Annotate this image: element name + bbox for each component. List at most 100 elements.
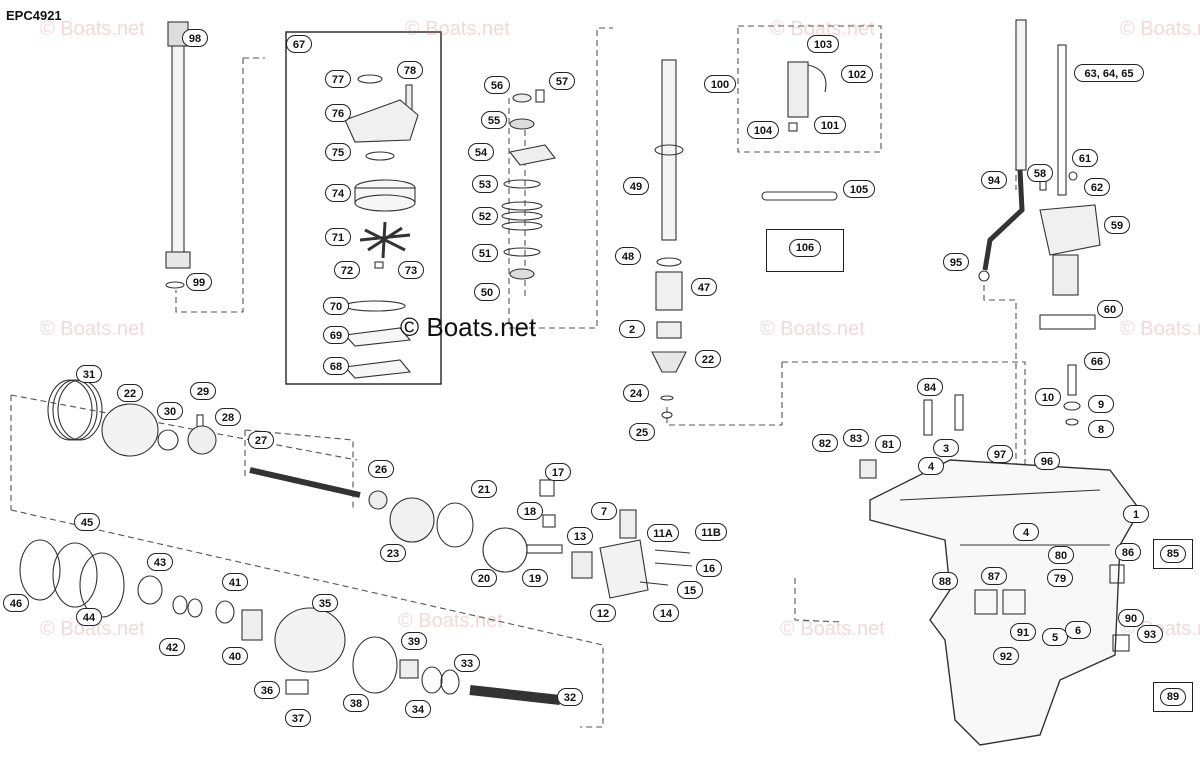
callout-74[interactable]: 74 <box>325 184 351 202</box>
callout-42[interactable]: 42 <box>159 638 185 656</box>
callout-40[interactable]: 40 <box>222 647 248 665</box>
callout-26[interactable]: 26 <box>368 460 394 478</box>
callout-11B[interactable]: 11B <box>695 523 727 541</box>
callout-6[interactable]: 6 <box>1065 621 1091 639</box>
callout-46[interactable]: 46 <box>3 594 29 612</box>
callout-41[interactable]: 41 <box>222 573 248 591</box>
callout-12[interactable]: 12 <box>590 604 616 622</box>
callout-67[interactable]: 67 <box>286 35 312 53</box>
callout-53[interactable]: 53 <box>472 175 498 193</box>
callout-79[interactable]: 79 <box>1047 569 1073 587</box>
callout-24[interactable]: 24 <box>623 384 649 402</box>
callout-77[interactable]: 77 <box>325 70 351 88</box>
callout-22[interactable]: 22 <box>695 350 721 368</box>
callout-70[interactable]: 70 <box>323 297 349 315</box>
callout-86[interactable]: 86 <box>1115 543 1141 561</box>
callout-72[interactable]: 72 <box>334 261 360 279</box>
callout-71[interactable]: 71 <box>325 228 351 246</box>
callout-78[interactable]: 78 <box>397 61 423 79</box>
callout-13[interactable]: 13 <box>567 527 593 545</box>
callout-23[interactable]: 23 <box>380 544 406 562</box>
callout-69[interactable]: 69 <box>323 326 349 344</box>
callout-105[interactable]: 105 <box>843 180 875 198</box>
callout-21[interactable]: 21 <box>471 480 497 498</box>
callout-1[interactable]: 1 <box>1123 505 1149 523</box>
callout-35[interactable]: 35 <box>312 594 338 612</box>
callout-38[interactable]: 38 <box>343 694 369 712</box>
callout-66[interactable]: 66 <box>1084 352 1110 370</box>
callout-76[interactable]: 76 <box>325 104 351 122</box>
callout-83[interactable]: 83 <box>843 429 869 447</box>
callout-22-left[interactable]: 22 <box>117 384 143 402</box>
callout-101[interactable]: 101 <box>814 116 846 134</box>
callout-56[interactable]: 56 <box>484 76 510 94</box>
callout-58[interactable]: 58 <box>1027 164 1053 182</box>
callout-2[interactable]: 2 <box>619 320 645 338</box>
callout-48[interactable]: 48 <box>615 247 641 265</box>
callout-91[interactable]: 91 <box>1010 623 1036 641</box>
callout-19[interactable]: 19 <box>522 569 548 587</box>
callout-100[interactable]: 100 <box>704 75 736 93</box>
callout-39[interactable]: 39 <box>401 632 427 650</box>
callout-63-64-65[interactable]: 63, 64, 65 <box>1074 64 1144 82</box>
callout-80[interactable]: 80 <box>1048 546 1074 564</box>
callout-9[interactable]: 9 <box>1088 395 1114 413</box>
callout-29[interactable]: 29 <box>190 382 216 400</box>
callout-102[interactable]: 102 <box>841 65 873 83</box>
boxed-ref-89[interactable]: 89 <box>1153 682 1193 712</box>
callout-11A[interactable]: 11A <box>647 524 679 542</box>
callout-20[interactable]: 20 <box>471 569 497 587</box>
callout-27[interactable]: 27 <box>248 431 274 449</box>
callout-44[interactable]: 44 <box>76 608 102 626</box>
callout-16[interactable]: 16 <box>696 559 722 577</box>
callout-82[interactable]: 82 <box>812 434 838 452</box>
callout-45[interactable]: 45 <box>74 513 100 531</box>
callout-90[interactable]: 90 <box>1118 609 1144 627</box>
callout-51[interactable]: 51 <box>472 244 498 262</box>
callout-55[interactable]: 55 <box>481 111 507 129</box>
callout-88[interactable]: 88 <box>932 572 958 590</box>
callout-32[interactable]: 32 <box>557 688 583 706</box>
callout-68[interactable]: 68 <box>323 357 349 375</box>
callout-84[interactable]: 84 <box>917 378 943 396</box>
callout-7[interactable]: 7 <box>591 502 617 520</box>
callout-30[interactable]: 30 <box>157 402 183 420</box>
callout-75[interactable]: 75 <box>325 143 351 161</box>
callout-92[interactable]: 92 <box>993 647 1019 665</box>
callout-17[interactable]: 17 <box>545 463 571 481</box>
boxed-ref-85[interactable]: 85 <box>1153 539 1193 569</box>
callout-37[interactable]: 37 <box>285 709 311 727</box>
callout-34[interactable]: 34 <box>405 700 431 718</box>
callout-103[interactable]: 103 <box>807 35 839 53</box>
callout-5[interactable]: 5 <box>1042 628 1068 646</box>
callout-73[interactable]: 73 <box>398 261 424 279</box>
callout-94[interactable]: 94 <box>981 171 1007 189</box>
callout-81[interactable]: 81 <box>875 435 901 453</box>
boxed-ref-106[interactable]: 106 <box>766 229 844 272</box>
callout-43[interactable]: 43 <box>147 553 173 571</box>
callout-59[interactable]: 59 <box>1104 216 1130 234</box>
callout-4-top[interactable]: 4 <box>918 457 944 475</box>
callout-61[interactable]: 61 <box>1072 149 1098 167</box>
callout-87[interactable]: 87 <box>981 567 1007 585</box>
callout-28[interactable]: 28 <box>215 408 241 426</box>
callout-50[interactable]: 50 <box>474 283 500 301</box>
callout-49[interactable]: 49 <box>623 177 649 195</box>
callout-10[interactable]: 10 <box>1035 388 1061 406</box>
callout-8[interactable]: 8 <box>1088 420 1114 438</box>
callout-97[interactable]: 97 <box>987 445 1013 463</box>
callout-52[interactable]: 52 <box>472 207 498 225</box>
callout-98[interactable]: 98 <box>182 29 208 47</box>
callout-93[interactable]: 93 <box>1137 625 1163 643</box>
callout-95[interactable]: 95 <box>943 253 969 271</box>
callout-31[interactable]: 31 <box>76 365 102 383</box>
callout-15[interactable]: 15 <box>677 581 703 599</box>
callout-99[interactable]: 99 <box>186 273 212 291</box>
callout-18[interactable]: 18 <box>517 502 543 520</box>
callout-60[interactable]: 60 <box>1097 300 1123 318</box>
callout-25[interactable]: 25 <box>629 423 655 441</box>
callout-62[interactable]: 62 <box>1084 178 1110 196</box>
callout-33[interactable]: 33 <box>454 654 480 672</box>
callout-47[interactable]: 47 <box>691 278 717 296</box>
callout-96[interactable]: 96 <box>1034 452 1060 470</box>
